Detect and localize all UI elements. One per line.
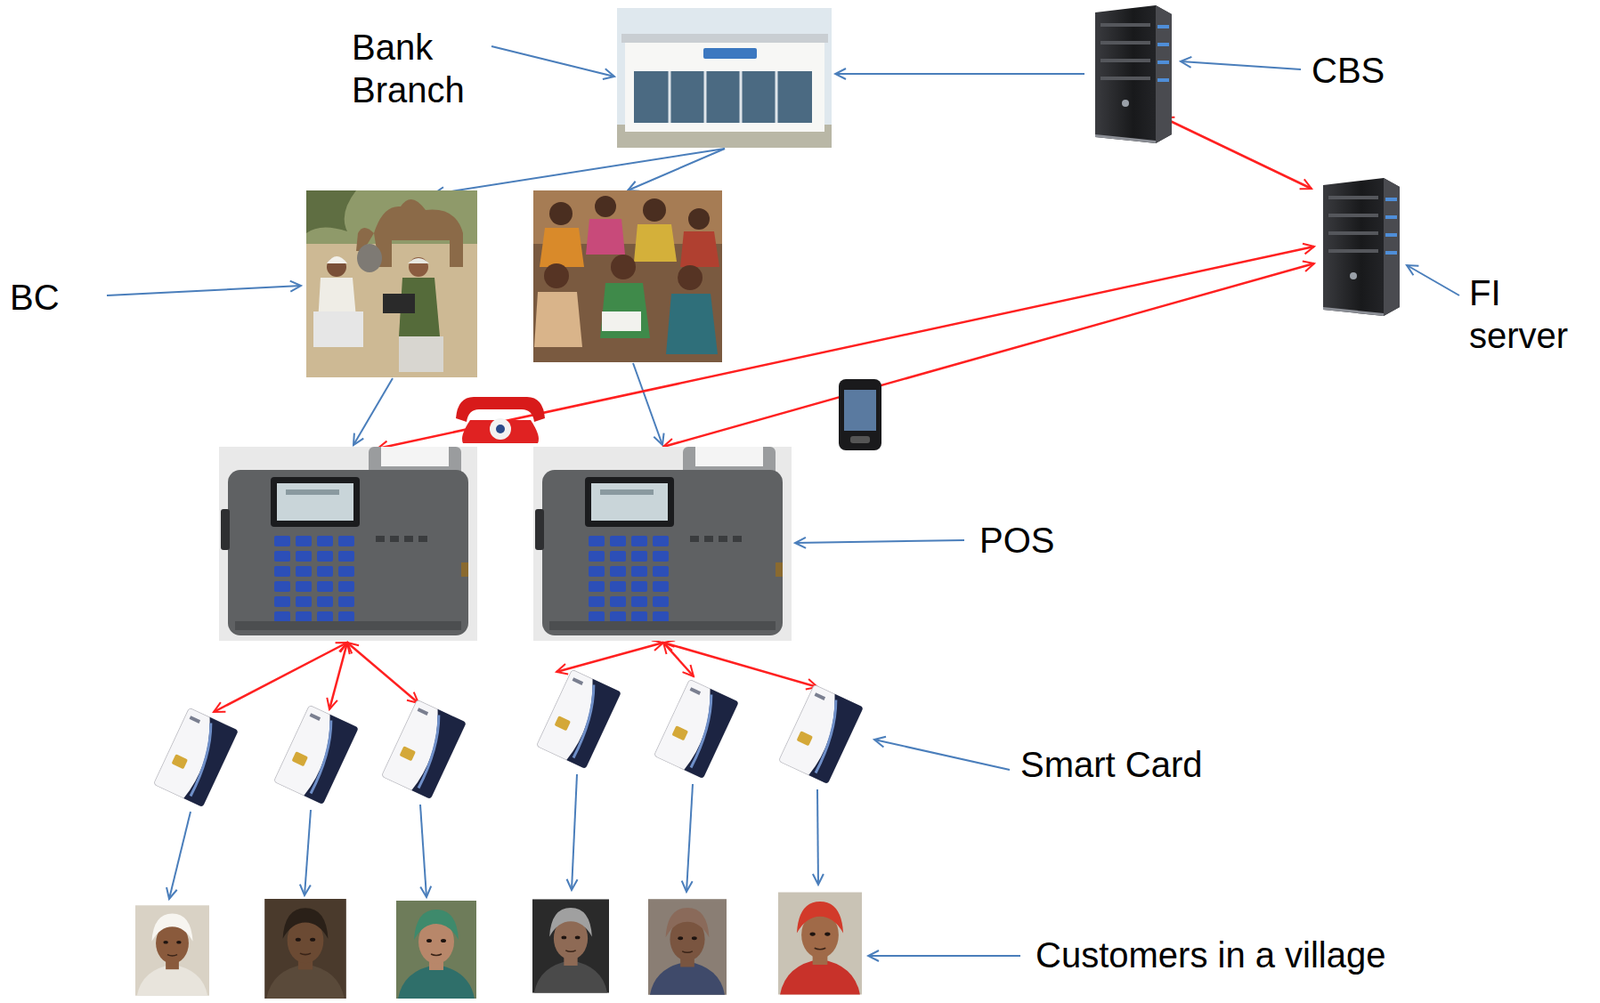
- red-link-line: [556, 642, 664, 673]
- customer-photo: [648, 899, 727, 996]
- smart-card-icon: [536, 669, 621, 770]
- picture-label: BC: [9, 276, 60, 319]
- blue-arrow-line: [817, 789, 819, 886]
- blue-arrow-line: [868, 955, 1021, 958]
- red-link-line: [329, 642, 348, 710]
- picture-label: POS: [979, 519, 1055, 562]
- blue-arrow-line: [874, 739, 1010, 771]
- red-link-line: [377, 246, 1315, 449]
- pos-terminal-icon: [533, 446, 792, 642]
- picture-label: CBS: [1311, 48, 1385, 92]
- blue-arrow-line: [571, 774, 577, 891]
- red-link-line: [347, 642, 419, 704]
- blue-arrow-line: [835, 73, 1085, 75]
- customer-photo: [135, 905, 210, 996]
- customer-photo: [778, 893, 862, 996]
- customer-photo: [532, 899, 610, 993]
- fi-server-icon: [1323, 178, 1400, 317]
- picture-label: Smart Card: [1020, 743, 1203, 787]
- smart-card-icon: [653, 679, 739, 780]
- customer-photo: [264, 899, 347, 999]
- picture-label: Customers in a village: [1035, 934, 1387, 977]
- blue-arrow-line: [1180, 61, 1301, 70]
- device-icons: [455, 379, 882, 451]
- red-link-line: [663, 642, 818, 688]
- blue-arrow-line: [686, 784, 693, 893]
- blue-arrow-line: [169, 812, 191, 900]
- smart-card-icon: [153, 707, 238, 808]
- mobile-phone-icon: [838, 379, 882, 451]
- customer-photo: [396, 901, 477, 999]
- blue-arrow-line: [795, 540, 965, 544]
- pos-terminal-icon: [219, 446, 478, 642]
- blue-arrow-line: [433, 148, 725, 195]
- telephone-icon: [455, 397, 545, 444]
- cbs-server-icon: [1095, 5, 1172, 144]
- red-link-line: [1162, 117, 1312, 189]
- smart-card-icon: [778, 684, 863, 785]
- blue-arrow-line: [106, 285, 301, 296]
- customer-photos: [135, 893, 862, 999]
- blue-arrow-line: [1406, 265, 1460, 296]
- bank-branch-photo: [617, 8, 832, 148]
- blue-arrow-line: [491, 46, 615, 77]
- connector-layer: [106, 46, 1460, 957]
- smart-card-icon: [273, 705, 358, 805]
- picture-label: FI server: [1469, 271, 1594, 358]
- picture-label: Bank Branch: [351, 25, 495, 112]
- red-link-line: [213, 642, 348, 713]
- blue-arrow-line: [627, 148, 725, 191]
- red-link-line: [663, 263, 1315, 447]
- smart-card-icon: [381, 699, 466, 800]
- smart-card-icons: [153, 669, 863, 808]
- blue-arrow-line: [420, 804, 427, 898]
- blue-arrow-line: [353, 378, 393, 446]
- blue-arrow-line: [633, 363, 663, 446]
- blue-arrow-line: [304, 810, 311, 896]
- bc-photo-group: [533, 190, 723, 363]
- bc-photo-camel: [306, 190, 478, 378]
